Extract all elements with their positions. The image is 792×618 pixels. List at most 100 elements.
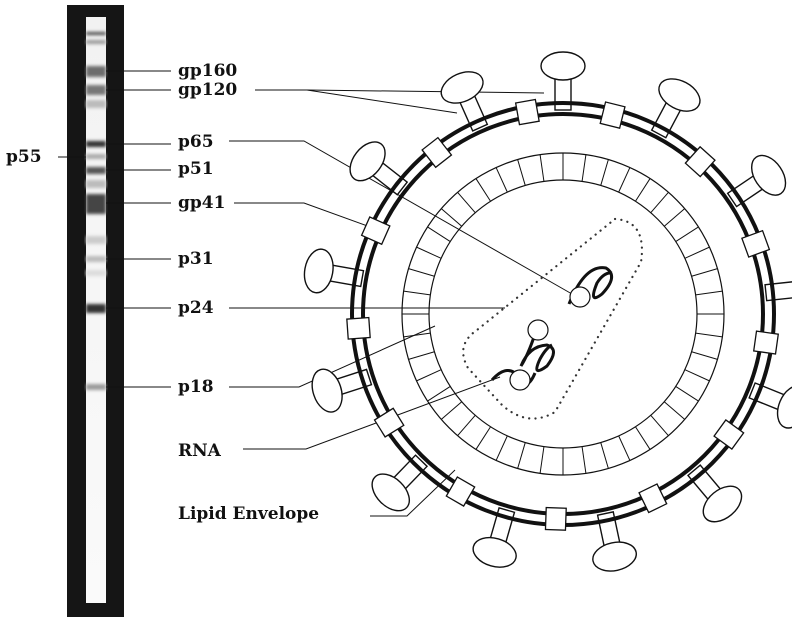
- matrix-segment-divider: [650, 191, 669, 214]
- gp41-box: [373, 407, 405, 438]
- gp41-box: [360, 216, 391, 246]
- matrix-segment-divider: [475, 426, 491, 450]
- matrix-segment-divider: [457, 414, 476, 437]
- leader-p65: [229, 140, 573, 295]
- matrix-segment-divider: [408, 351, 435, 360]
- leader-p18: [229, 325, 436, 388]
- matrix-segment-divider: [600, 442, 609, 469]
- band-gp120: [86, 85, 106, 95]
- band-faint-4: [86, 270, 106, 276]
- matrix-segment-divider: [539, 446, 545, 474]
- matrix-segment-divider: [403, 290, 431, 296]
- matrix-segment-divider: [581, 154, 587, 182]
- matrix-segment-divider: [403, 332, 431, 338]
- band-faint-1: [86, 100, 106, 108]
- gp41-box: [421, 136, 453, 169]
- gp41-box: [752, 330, 780, 355]
- label-lipid-envelope: Lipid Envelope: [178, 504, 319, 524]
- leader-gp120-b: [306, 89, 545, 94]
- reverse-transcriptase-3: [509, 369, 531, 391]
- band-p51: [86, 167, 106, 174]
- label-gp160: gp160: [178, 61, 237, 81]
- gp41-box: [741, 229, 771, 258]
- matrix-segment-divider: [663, 401, 686, 420]
- matrix-segment-divider: [635, 426, 651, 450]
- gp120-spike: [687, 464, 743, 523]
- matrix-segment-divider: [517, 442, 526, 469]
- matrix-segment-divider: [408, 268, 435, 277]
- matrix-segment-divider: [495, 167, 508, 193]
- virion-leader-lines: [229, 89, 573, 517]
- matrix-segment-divider: [427, 386, 451, 402]
- label-p55: p55: [6, 147, 42, 167]
- band-gp160: [86, 66, 106, 77]
- rna-strand-2: [519, 333, 555, 373]
- rna-strand-1: [567, 266, 614, 305]
- gp41-box: [346, 316, 371, 340]
- protein-labels: gp160 gp120 p65 p55 p51 gp41 p31 p24 p18…: [6, 61, 319, 524]
- reverse-transcriptase-2: [527, 319, 549, 341]
- matrix-segment-divider: [650, 414, 669, 437]
- gp120-spike: [540, 51, 586, 111]
- label-rna: RNA: [178, 441, 222, 461]
- matrix-segment-divider: [691, 351, 718, 360]
- matrix-segment-divider: [440, 401, 463, 420]
- gp41-box: [599, 101, 626, 129]
- matrix-segment-divider: [440, 208, 463, 227]
- western-blot-strip: [67, 5, 124, 617]
- label-gp41: gp41: [178, 193, 225, 213]
- gp41-box: [514, 98, 540, 126]
- matrix-segment-divider: [635, 178, 651, 202]
- matrix-segment-divider: [691, 268, 718, 277]
- gp41-box: [713, 419, 745, 450]
- label-p18: p18: [178, 377, 214, 397]
- strip-label-lines: [58, 70, 171, 388]
- gp41-box: [544, 506, 567, 531]
- matrix-segment-divider: [675, 386, 699, 402]
- matrix-segment-divider: [427, 226, 451, 242]
- reverse-transcriptase-1: [569, 286, 591, 308]
- gp120-spike: [371, 454, 429, 512]
- matrix-segment-divider: [675, 226, 699, 242]
- matrix-outer: [401, 152, 725, 476]
- label-p51: p51: [178, 159, 214, 179]
- matrix-segment-divider: [600, 159, 609, 186]
- envelope-spikes: [303, 51, 792, 572]
- band-p55: [86, 154, 106, 159]
- matrix-segment-divider: [695, 290, 723, 296]
- leader-gp41: [234, 202, 385, 233]
- label-p24: p24: [178, 298, 214, 318]
- matrix-segment-divider: [581, 446, 587, 474]
- band-p18: [86, 384, 106, 390]
- matrix-segment-divider: [457, 191, 476, 214]
- matrix-p18-segments: [402, 153, 724, 475]
- gp41-box: [445, 476, 476, 507]
- leader-rna: [243, 376, 501, 450]
- label-gp120: gp120: [178, 80, 237, 100]
- matrix-segment-divider: [684, 246, 710, 259]
- hiv-virion: [303, 51, 792, 572]
- matrix-segment-divider: [416, 246, 442, 259]
- band-faint-2: [86, 180, 106, 188]
- matrix-segment-divider: [475, 178, 491, 202]
- gp120-spike: [349, 141, 409, 196]
- band-p31: [86, 256, 106, 262]
- matrix-segment-divider: [695, 332, 723, 338]
- label-p31: p31: [178, 249, 214, 269]
- matrix-segment-divider: [663, 208, 686, 227]
- band-gp41: [86, 194, 106, 214]
- matrix-segment-divider: [416, 369, 442, 382]
- matrix-segment-divider: [618, 435, 631, 461]
- band-faint-3: [86, 236, 106, 244]
- matrix-segment-divider: [517, 159, 526, 186]
- matrix-segment-divider: [684, 369, 710, 382]
- band-top-2: [86, 40, 106, 44]
- matrix-segment-divider: [618, 167, 631, 193]
- gp41-box: [684, 145, 716, 178]
- label-p65: p65: [178, 132, 214, 152]
- leader-gp120-a: [255, 89, 458, 114]
- matrix-segment-divider: [539, 154, 545, 182]
- band-top: [86, 32, 106, 35]
- gp41-transmembrane-set: [346, 98, 780, 531]
- matrix-segment-divider: [495, 435, 508, 461]
